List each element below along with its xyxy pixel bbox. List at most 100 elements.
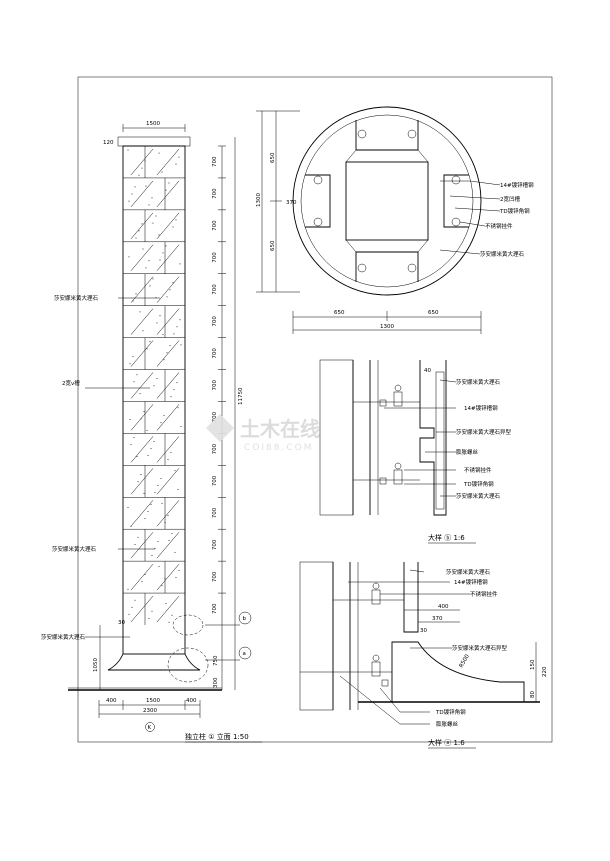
stone-speckle (127, 588, 129, 590)
stone-speckle (150, 503, 152, 505)
stone-speckle (139, 393, 141, 395)
detail-a-wall (299, 561, 334, 711)
stone-speckle (144, 518, 146, 520)
stone-speckle (173, 389, 175, 391)
row-dim-label: 700 (212, 475, 218, 486)
stone-speckle (172, 282, 174, 284)
stone-speckle (154, 492, 156, 494)
plan-dim-bottom: 650 (270, 240, 276, 251)
dim-bottom-a: 750 (213, 655, 219, 666)
dim-top-tag: 120 (103, 140, 114, 146)
stone-speckle (151, 610, 153, 612)
stone-speckle (133, 437, 135, 439)
stone-speckle (151, 197, 153, 199)
svg-text:K: K (148, 725, 152, 731)
detail-b-stone (419, 360, 447, 516)
detail-b-wall (319, 359, 354, 516)
stone-speckle (158, 565, 160, 567)
stone-speckle (161, 503, 163, 505)
row-dim-label: 700 (212, 252, 218, 263)
stone-speckle (143, 492, 145, 494)
pendant-marker (407, 263, 417, 273)
pendant-marker (407, 129, 417, 139)
detail-b-anchor-bottom (353, 462, 420, 485)
stone-speckle (134, 599, 136, 601)
plan-core (345, 161, 429, 241)
plan-channel-top (355, 120, 419, 151)
svg-text:b: b (243, 616, 247, 622)
stone-speckle (155, 215, 157, 217)
stone-speckle (140, 418, 142, 420)
stone-speckle (152, 222, 154, 224)
stone-texture (130, 500, 154, 527)
stone-speckle (160, 422, 162, 424)
stone-speckle (161, 584, 163, 586)
stone-texture (130, 595, 154, 623)
watermark-sub: COI88.COM (244, 443, 313, 453)
detail-b-label-channel: 14#镀锌槽钢 (464, 404, 498, 412)
stone-speckle (143, 411, 145, 413)
detail-a-dim-80: 80 (530, 691, 536, 698)
stone-speckle (180, 426, 182, 428)
svg-text:a: a (243, 651, 246, 657)
detail-b-dim-40: 40 (424, 368, 431, 374)
detail-b-anchor-top (353, 384, 420, 407)
stone-texture (156, 436, 180, 463)
label-joint: 2宽v槽 (62, 379, 80, 387)
stone-speckle (135, 293, 137, 295)
stone-speckle (178, 156, 180, 158)
stone-speckle (140, 474, 142, 476)
caption-detail-a: 大样 ⓐ 1:6 (428, 738, 465, 747)
stone-speckle (139, 311, 141, 313)
plan-width-left: 650 (334, 310, 345, 316)
plan-label-joint: 2宽凹槽 (500, 195, 520, 203)
stone-speckle (129, 419, 131, 421)
stone-texture (156, 532, 180, 559)
stone-speckle (147, 510, 149, 512)
detail-b-label-pendant: 不锈钢挂件 (464, 466, 492, 474)
plan-label-pendant: 不锈钢挂件 (485, 222, 513, 230)
stone-speckle (148, 260, 150, 262)
stone-speckle (176, 326, 178, 328)
plan-channel-bottom (355, 251, 419, 282)
plan-channel-left (305, 174, 331, 228)
label-stone-2: 莎安娜米黄大理石 (52, 545, 97, 553)
stone-speckle (161, 171, 163, 173)
stone-speckle (163, 359, 165, 361)
stone-speckle (149, 285, 151, 287)
row-dim-label: 700 (212, 380, 218, 391)
stone-speckle (138, 174, 140, 176)
caption-detail-b: 大样 ⓑ 1:6 (428, 533, 465, 542)
stone-speckle (132, 356, 134, 358)
stone-speckle (145, 267, 147, 269)
row-dim-label: 700 (212, 220, 218, 231)
stone-speckle (146, 430, 148, 432)
detail-b-label-stone-2: 莎安娜米黄大理石 (456, 492, 501, 500)
stone-speckle (176, 382, 178, 384)
stone-texture (130, 404, 154, 431)
stone-courses (123, 145, 185, 625)
dim-left-1050: 1050 (93, 658, 99, 672)
row-dimensions: 7007007007007007007007007007007007007007… (212, 145, 226, 614)
dim-left-30: 30 (118, 620, 125, 626)
detail-a-label-stone: 莎安娜米黄大理石 (446, 568, 491, 576)
plan-pendants (313, 129, 461, 273)
stone-speckle (158, 234, 160, 236)
stone-speckle (134, 543, 136, 545)
label-stone-1: 莎安娜米黄大理石 (54, 294, 99, 302)
stone-texture (130, 468, 154, 495)
stone-texture (130, 244, 154, 271)
stone-texture (130, 340, 154, 367)
detail-a-anchor-bottom (300, 654, 392, 687)
plan-channel-right (443, 174, 469, 228)
stone-speckle (131, 606, 133, 608)
stone-speckle (157, 485, 159, 487)
row-dim-label: 700 (212, 443, 218, 454)
watermark-logo-icon (206, 414, 234, 442)
stone-speckle (177, 488, 179, 490)
stone-speckle (128, 256, 130, 258)
stone-speckle (130, 525, 132, 527)
detail-a-dim-r: R500 (459, 653, 472, 669)
stone-speckle (165, 245, 167, 247)
detail-b: 40 莎安娜米黄大理石 14#镀锌槽钢 莎安娜米黄大理石异型 膨胀螺丝 不锈钢挂… (319, 359, 512, 544)
